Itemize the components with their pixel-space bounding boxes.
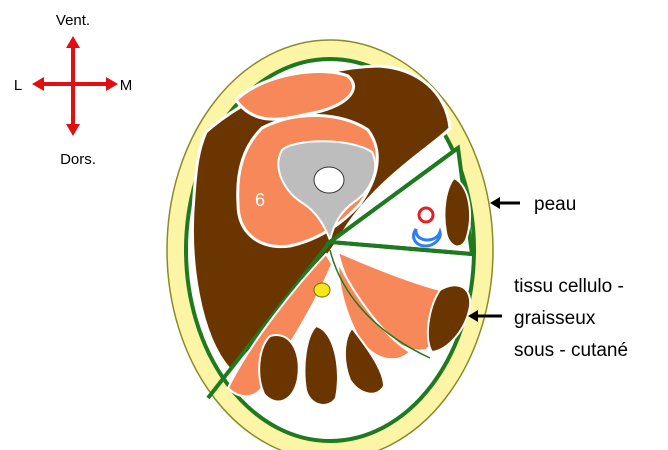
subcutaneous-label-line-3: sous - cutané [514, 340, 628, 361]
orientation-compass: Vent. L M Dors. [14, 12, 132, 168]
label-lateral: L [14, 77, 22, 94]
cross-section: 6 [167, 40, 493, 450]
posterior-dark-muscle-1 [259, 335, 299, 401]
muscle-6-number: 6 [255, 190, 265, 210]
label-ventral: Vent. [56, 12, 90, 29]
medullary-cavity [314, 167, 344, 193]
label-medial: M [120, 77, 133, 94]
annotation-subcutaneous: tissu cellulo - graisseux sous - cutané [468, 276, 628, 361]
label-dorsal: Dors. [60, 151, 96, 168]
skin-label: peau [534, 194, 576, 215]
femoral-artery [419, 208, 433, 222]
subcutaneous-label-line-2: graisseux [514, 308, 596, 329]
sciatic-nerve [314, 283, 330, 297]
subcutaneous-label-line-1: tissu cellulo - [514, 276, 624, 297]
annotation-skin: peau [490, 194, 576, 215]
compass-arrows [32, 36, 118, 136]
